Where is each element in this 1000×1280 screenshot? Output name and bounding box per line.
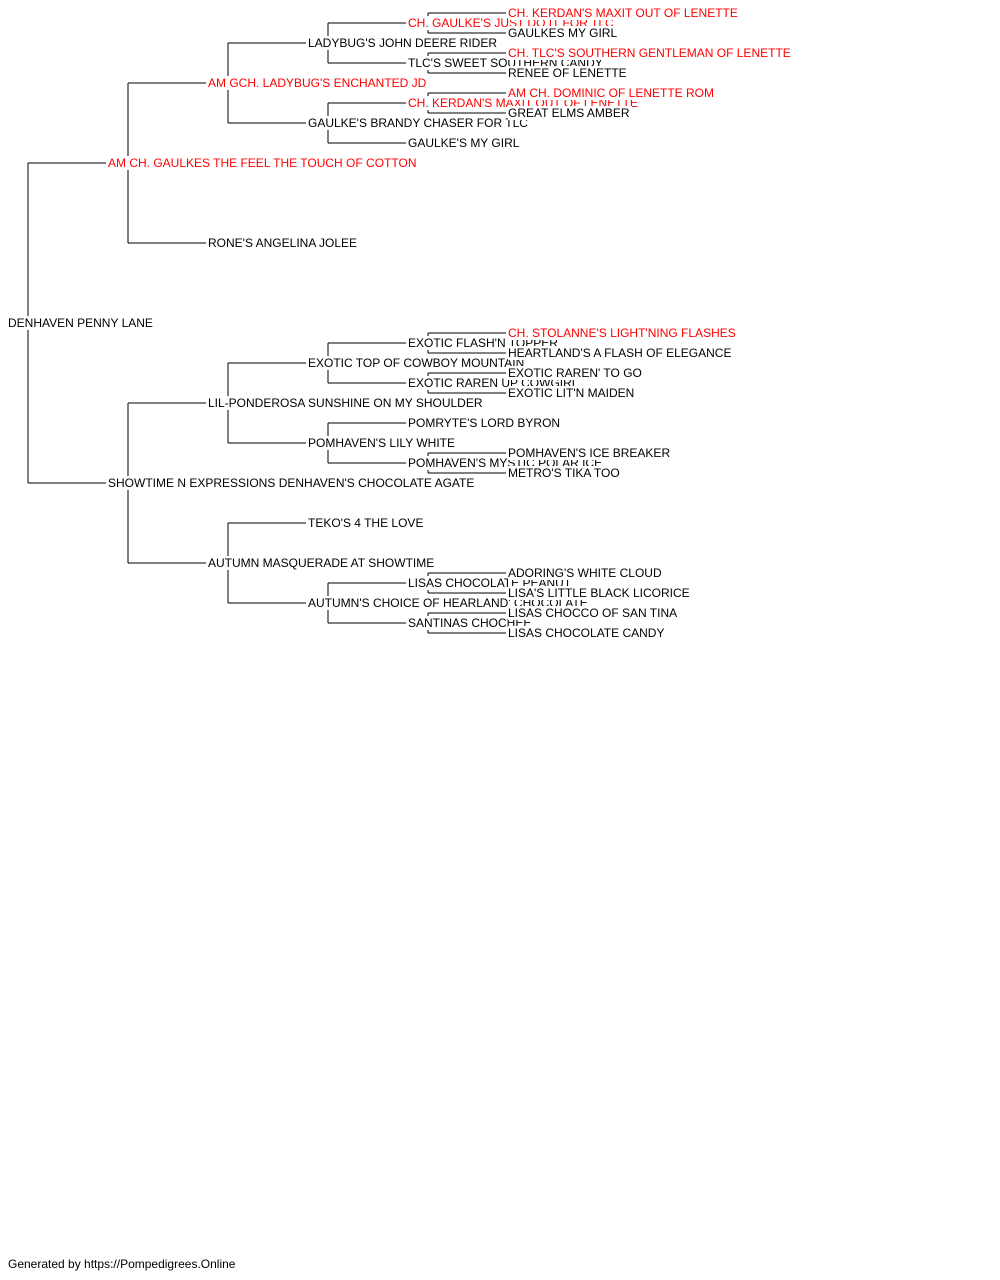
pedigree-node-gen2: RONE'S ANGELINA JOLEE — [208, 236, 360, 250]
pedigree-node-gen1: SHOWTIME N EXPRESSIONS DENHAVEN'S CHOCOL… — [108, 476, 477, 490]
pedigree-node-gen4: POMRYTE'S LORD BYRON — [408, 416, 563, 430]
pedigree-node-gen5: GAULKES MY GIRL — [508, 26, 620, 40]
pedigree-node-gen2: LIL-PONDEROSA SUNSHINE ON MY SHOULDER — [208, 396, 485, 410]
pedigree-node-gen3: POMHAVEN'S LILY WHITE — [308, 436, 457, 450]
pedigree-node-gen5: CH. STOLANNE'S LIGHT'NING FLASHES — [508, 326, 738, 340]
pedigree-node-gen5: AM CH. DOMINIC OF LENETTE ROM — [508, 86, 717, 100]
pedigree-node-gen3: GAULKE'S BRANDY CHASER FOR TLC — [308, 116, 530, 130]
pedigree-node-gen5: CH. TLC'S SOUTHERN GENTLEMAN OF LENETTE — [508, 46, 793, 60]
pedigree-node-gen5: POMHAVEN'S ICE BREAKER — [508, 446, 673, 460]
pedigree-node-gen4: GAULKE'S MY GIRL — [408, 136, 522, 150]
pedigree-node-gen5: HEARTLAND'S A FLASH OF ELEGANCE — [508, 346, 734, 360]
pedigree-node-gen5: LISAS CHOCCO OF SAN TINA — [508, 606, 680, 620]
pedigree-node-gen5: CH. KERDAN'S MAXIT OUT OF LENETTE — [508, 6, 740, 20]
pedigree-node-gen5: GREAT ELMS AMBER — [508, 106, 632, 120]
pedigree-node-gen0: DENHAVEN PENNY LANE — [8, 316, 155, 330]
footer-credit: Generated by https://Pompedigrees.Online — [8, 1257, 236, 1271]
pedigree-node-gen3: LADYBUG'S JOHN DEERE RIDER — [308, 36, 499, 50]
pedigree-node-gen5: LISA'S LITTLE BLACK LICORICE — [508, 586, 692, 600]
pedigree-node-gen2: AM GCH. LADYBUG'S ENCHANTED JD — [208, 76, 429, 90]
pedigree-node-gen1: AM CH. GAULKES THE FEEL THE TOUCH OF COT… — [108, 156, 419, 170]
pedigree-node-gen4: SANTINAS CHOCHEE — [408, 616, 534, 630]
pedigree-node-gen5: ADORING'S WHITE CLOUD — [508, 566, 664, 580]
pedigree-node-gen5: EXOTIC RAREN' TO GO — [508, 366, 644, 380]
pedigree-node-gen5: EXOTIC LIT'N MAIDEN — [508, 386, 637, 400]
pedigree-node-gen2: AUTUMN MASQUERADE AT SHOWTIME — [208, 556, 437, 570]
pedigree-node-gen5: LISAS CHOCOLATE CANDY — [508, 626, 667, 640]
pedigree-node-gen3: TEKO'S 4 THE LOVE — [308, 516, 426, 530]
pedigree-node-gen5: RENEE OF LENETTE — [508, 66, 629, 80]
pedigree-node-gen5: METRO'S TIKA TOO — [508, 466, 622, 480]
pedigree-node-gen3: EXOTIC TOP OF COWBOY MOUNTAIN — [308, 356, 527, 370]
